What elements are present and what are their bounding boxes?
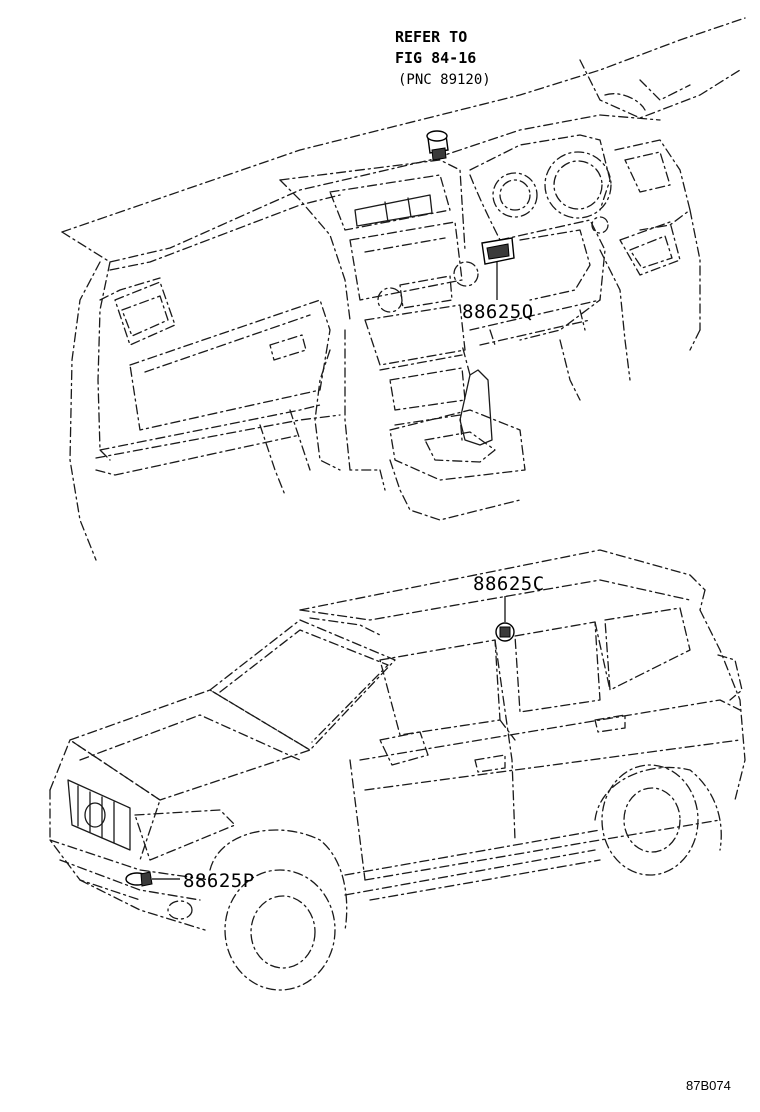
callout-88625p[interactable]: 88625P (183, 870, 255, 892)
figure-id: 87B074 (686, 1078, 731, 1093)
vehicle-illustration (49, 549, 746, 991)
dashboard-illustration (61, 17, 746, 561)
refer-to-line: REFER TO (395, 28, 467, 46)
callout-88625q[interactable]: 88625Q (462, 301, 534, 323)
pnc-reference-line: (PNC 89120) (398, 72, 491, 88)
callout-88625c[interactable]: 88625C (473, 573, 545, 595)
fig-reference-line: FIG 84-16 (395, 49, 476, 67)
